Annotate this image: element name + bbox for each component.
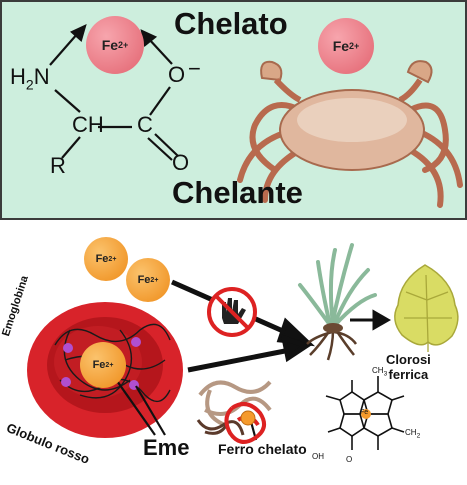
chelate-title: Chelato bbox=[174, 6, 288, 41]
chlorosis-arrow bbox=[350, 309, 392, 331]
coordination-arrows bbox=[49, 23, 173, 66]
porphyrin-structure bbox=[325, 376, 405, 450]
porphyrin-o-label: O bbox=[346, 455, 353, 464]
crab-illustration bbox=[237, 60, 463, 208]
molecule-o-top: O bbox=[168, 62, 186, 87]
molecule-charge: − bbox=[188, 56, 201, 81]
porphyrin-ch3-label: CH3 bbox=[372, 366, 388, 378]
molecule-o-bottom: O bbox=[172, 150, 190, 175]
chelant-title: Chelante bbox=[172, 175, 303, 210]
chlorosis-label: Clorosi ferrica bbox=[386, 352, 431, 382]
molecule-ch: CH bbox=[72, 112, 104, 137]
chlorotic-leaf bbox=[394, 264, 459, 352]
plant-illustration bbox=[298, 243, 377, 361]
porphyrin-ch2-label: CH2 bbox=[405, 428, 421, 440]
molecule-r: R bbox=[50, 153, 66, 178]
molecule-c: C bbox=[137, 112, 153, 137]
porphyrin-oh-label: OH bbox=[312, 452, 324, 461]
protein-cluster bbox=[196, 380, 272, 444]
molecule-amine: H2N bbox=[10, 64, 50, 93]
heme-label: Eme bbox=[143, 435, 190, 460]
chelant-molecule-bonds bbox=[54, 86, 179, 161]
iron-chelate-label: Ferro chelato bbox=[218, 441, 307, 457]
porphyrin-fe-label: Fe bbox=[360, 409, 369, 416]
stop-sign-icon bbox=[207, 287, 257, 337]
porphyrin-iron bbox=[361, 409, 371, 419]
